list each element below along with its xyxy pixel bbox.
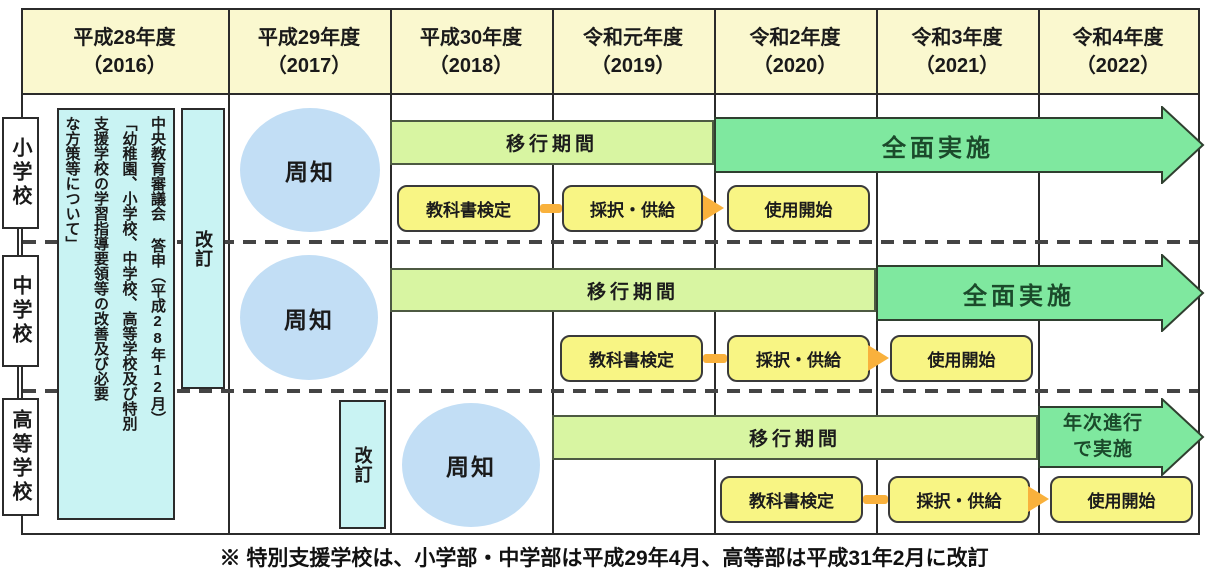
year-era-label: 令和3年度 [911, 27, 1003, 49]
connector-arrowhead [1028, 486, 1049, 512]
label-connector-line [17, 220, 19, 260]
connector-arrowhead [868, 345, 889, 371]
year-western-label: （2017） [266, 55, 352, 77]
step-start-of-use-high-school: 使用開始 [1050, 476, 1193, 523]
year-era-label: 平成29年度 [257, 27, 361, 49]
revision-box-elementary-junior: 改訂 [181, 108, 225, 389]
row-separator-dashed [23, 240, 1198, 244]
year-header-2017: 平成29年度 （2017） [228, 10, 390, 94]
block-arrow-shape [714, 104, 1205, 186]
year-era-label: 令和元年度 [583, 27, 683, 49]
implementation-arrow-elementary: 全面実施 [714, 104, 1205, 186]
revision-box-high-school: 改訂 [339, 400, 386, 529]
year-western-label: （2019） [590, 55, 676, 77]
step-start-of-use-elementary: 使用開始 [727, 185, 870, 232]
council-report-box: 中央教育審議会 答申（平成28年12月） 「幼稚園、小学校、中学校、高等学校及び… [57, 108, 175, 520]
year-era-label: 平成28年度 [73, 27, 176, 49]
step-textbook-screening-elementary: 教科書検定 [397, 185, 540, 232]
step-textbook-screening-junior-high: 教科書検定 [560, 335, 703, 382]
year-western-label: （2016） [82, 55, 167, 77]
dissemination-circle-junior-high: 周知 [240, 255, 378, 380]
year-header-background [21, 8, 1200, 95]
step-textbook-screening-high-school: 教科書検定 [720, 476, 863, 523]
year-header-2021: 令和3年度 （2021） [876, 10, 1038, 94]
transition-bar-high-school: 移行期間 [552, 415, 1038, 460]
connector-arrowhead [703, 195, 724, 221]
year-western-label: （2022） [1075, 55, 1161, 77]
block-arrow-shape [1038, 396, 1205, 478]
school-label-elementary: 小学校 [2, 117, 39, 229]
year-western-label: （2018） [428, 55, 514, 77]
transition-bar-junior-high: 移行期間 [390, 268, 876, 312]
header-divider-line [21, 93, 1200, 95]
year-era-label: 令和4年度 [1072, 27, 1164, 49]
implementation-label: 全面実施 [963, 282, 1075, 310]
connector-bar [540, 204, 562, 213]
year-header-2019: 令和元年度 （2019） [552, 10, 714, 94]
year-header-2018: 平成30年度 （2018） [390, 10, 552, 94]
connector-bar [863, 495, 888, 504]
dissemination-circle-high-school: 周知 [402, 403, 540, 527]
year-era-label: 令和2年度 [749, 27, 841, 49]
step-start-of-use-junior-high: 使用開始 [890, 335, 1033, 382]
block-arrow-shape [876, 252, 1205, 334]
year-western-label: （2020） [752, 55, 838, 77]
year-era-label: 平成30年度 [419, 27, 523, 49]
grid-vline [228, 8, 230, 535]
step-adoption-supply-junior-high: 採択・供給 [727, 335, 870, 382]
school-label-junior-high: 中学校 [2, 255, 39, 367]
year-header-2016: 平成28年度 （2016） [21, 10, 228, 94]
implementation-label: 年次進行 で実施 [1062, 413, 1143, 460]
label-connector-line [17, 360, 19, 405]
implementation-label: 全面実施 [882, 134, 994, 162]
transition-bar-elementary: 移行期間 [390, 120, 714, 165]
dissemination-circle-elementary: 周知 [240, 108, 380, 232]
step-adoption-supply-high-school: 採択・供給 [888, 476, 1030, 523]
footnote-special-needs-schools: ※ 特別支援学校は、小学部・中学部は平成29年4月、高等部は平成31年2月に改訂 [219, 547, 989, 570]
implementation-arrow-high-school: 年次進行 で実施 [1038, 396, 1205, 478]
step-adoption-supply-elementary: 採択・供給 [562, 185, 703, 232]
school-label-high-school: 高等学校 [2, 398, 39, 516]
year-western-label: （2021） [914, 55, 1000, 77]
connector-bar [703, 354, 727, 363]
implementation-arrow-junior-high: 全面実施 [876, 252, 1205, 334]
year-header-2020: 令和2年度 （2020） [714, 10, 876, 94]
row-separator-dashed [23, 389, 1198, 393]
year-header-2022: 令和4年度 （2022） [1038, 10, 1198, 94]
